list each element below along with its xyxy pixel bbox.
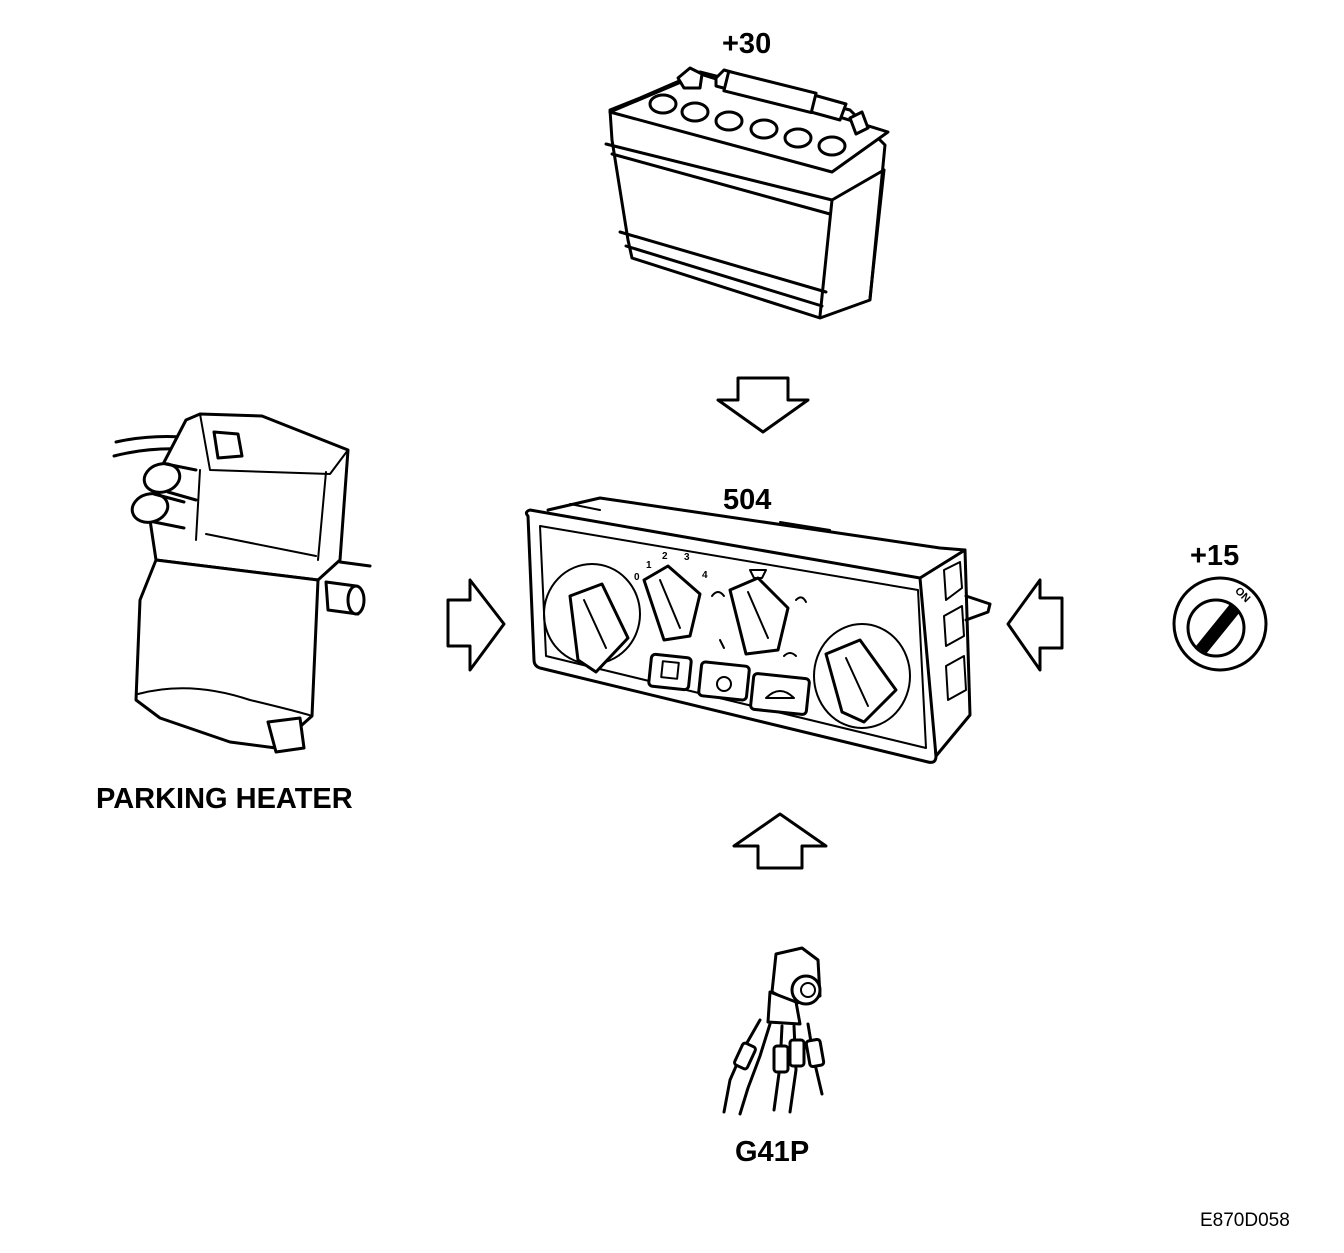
sensor-g41p-illustration xyxy=(722,946,826,1116)
knob-scale-0: 0 xyxy=(634,572,640,583)
ignition-label: +15 xyxy=(1190,540,1240,572)
arrow-right xyxy=(446,578,506,672)
windscreen-symbol-icon xyxy=(749,569,767,579)
parking-heater-label: PARKING HEATER xyxy=(96,783,353,815)
knob-scale-1: 1 xyxy=(646,560,652,571)
figure-code: E870D058 xyxy=(1200,1210,1290,1231)
defrost-symbol-icon xyxy=(711,591,725,597)
sensor-label: G41P xyxy=(735,1136,810,1168)
arrow-down xyxy=(716,376,810,434)
battery-label: +30 xyxy=(722,28,772,60)
control-unit-label: 504 xyxy=(723,484,772,516)
battery-illustration xyxy=(604,66,890,320)
knob-scale-2: 2 xyxy=(662,551,668,562)
arrow-up xyxy=(732,812,828,870)
ignition-switch: ON xyxy=(1172,576,1268,672)
arrow-left xyxy=(1006,578,1064,672)
knob-scale-3: 3 xyxy=(684,552,690,563)
climate-control-panel: 0 1 2 3 4 xyxy=(524,496,992,764)
knob-scale-4: 4 xyxy=(702,570,708,581)
parking-heater-illustration xyxy=(112,412,372,754)
